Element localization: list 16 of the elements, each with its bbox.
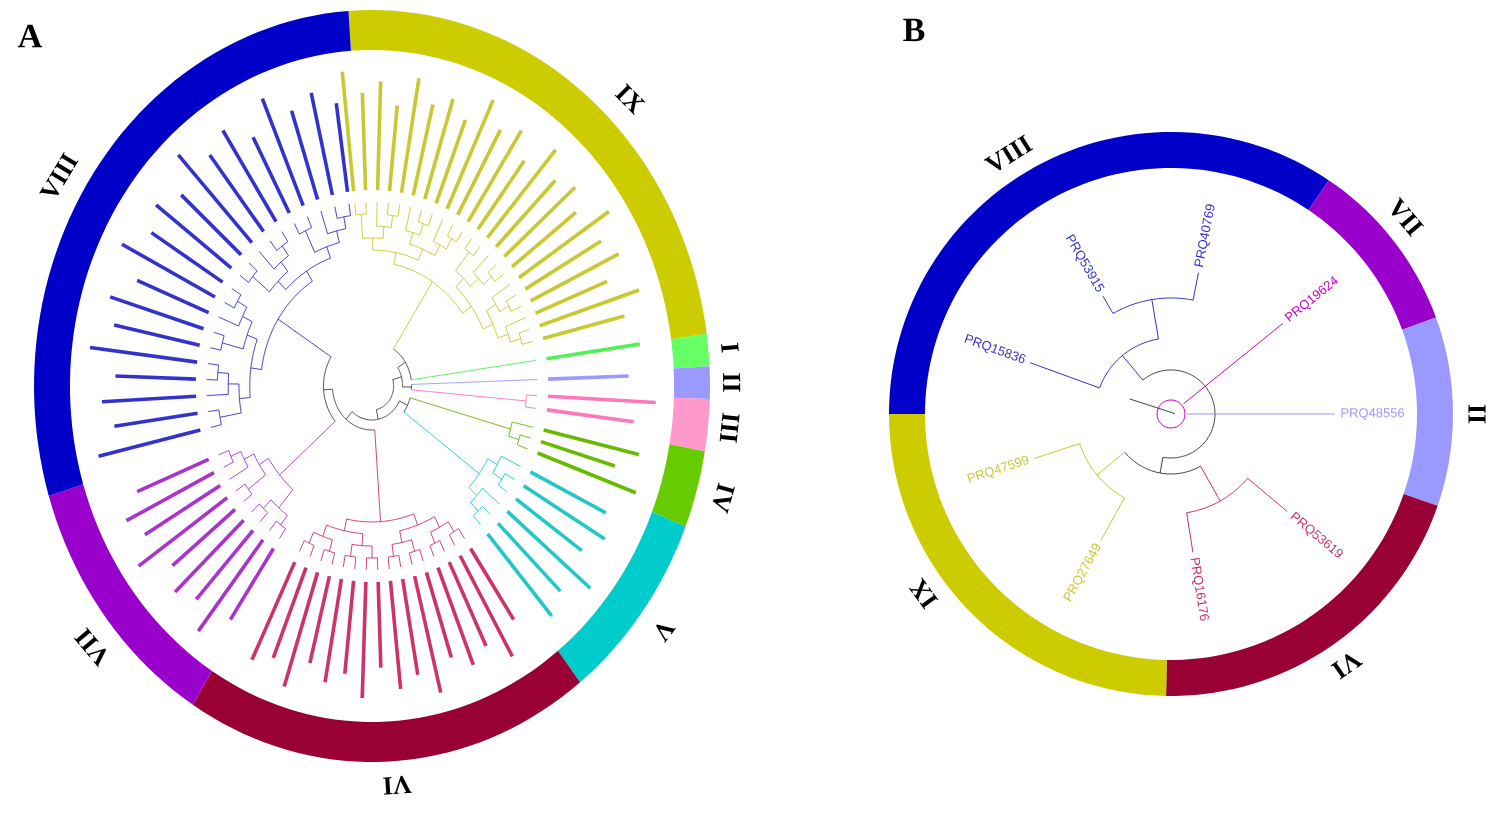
clade-label: VI — [1330, 654, 1364, 680]
clade-label: IV — [712, 482, 735, 514]
clade-label: II — [722, 373, 741, 392]
clade-label: II — [1468, 404, 1486, 424]
panel-label: B — [903, 18, 925, 42]
clade-label: IX — [614, 83, 646, 115]
clade-label: VI — [383, 775, 412, 795]
panel-label: A — [18, 24, 43, 48]
clade-label: III — [719, 412, 740, 443]
clade-label: VIII — [983, 134, 1034, 171]
clade-label: IX — [908, 577, 939, 610]
clade-label: VII — [73, 627, 107, 668]
clade-label: V — [656, 624, 676, 643]
clade-label: I — [721, 342, 739, 353]
clade-label: VIII — [39, 152, 79, 196]
clade-label: VII — [1391, 196, 1425, 237]
